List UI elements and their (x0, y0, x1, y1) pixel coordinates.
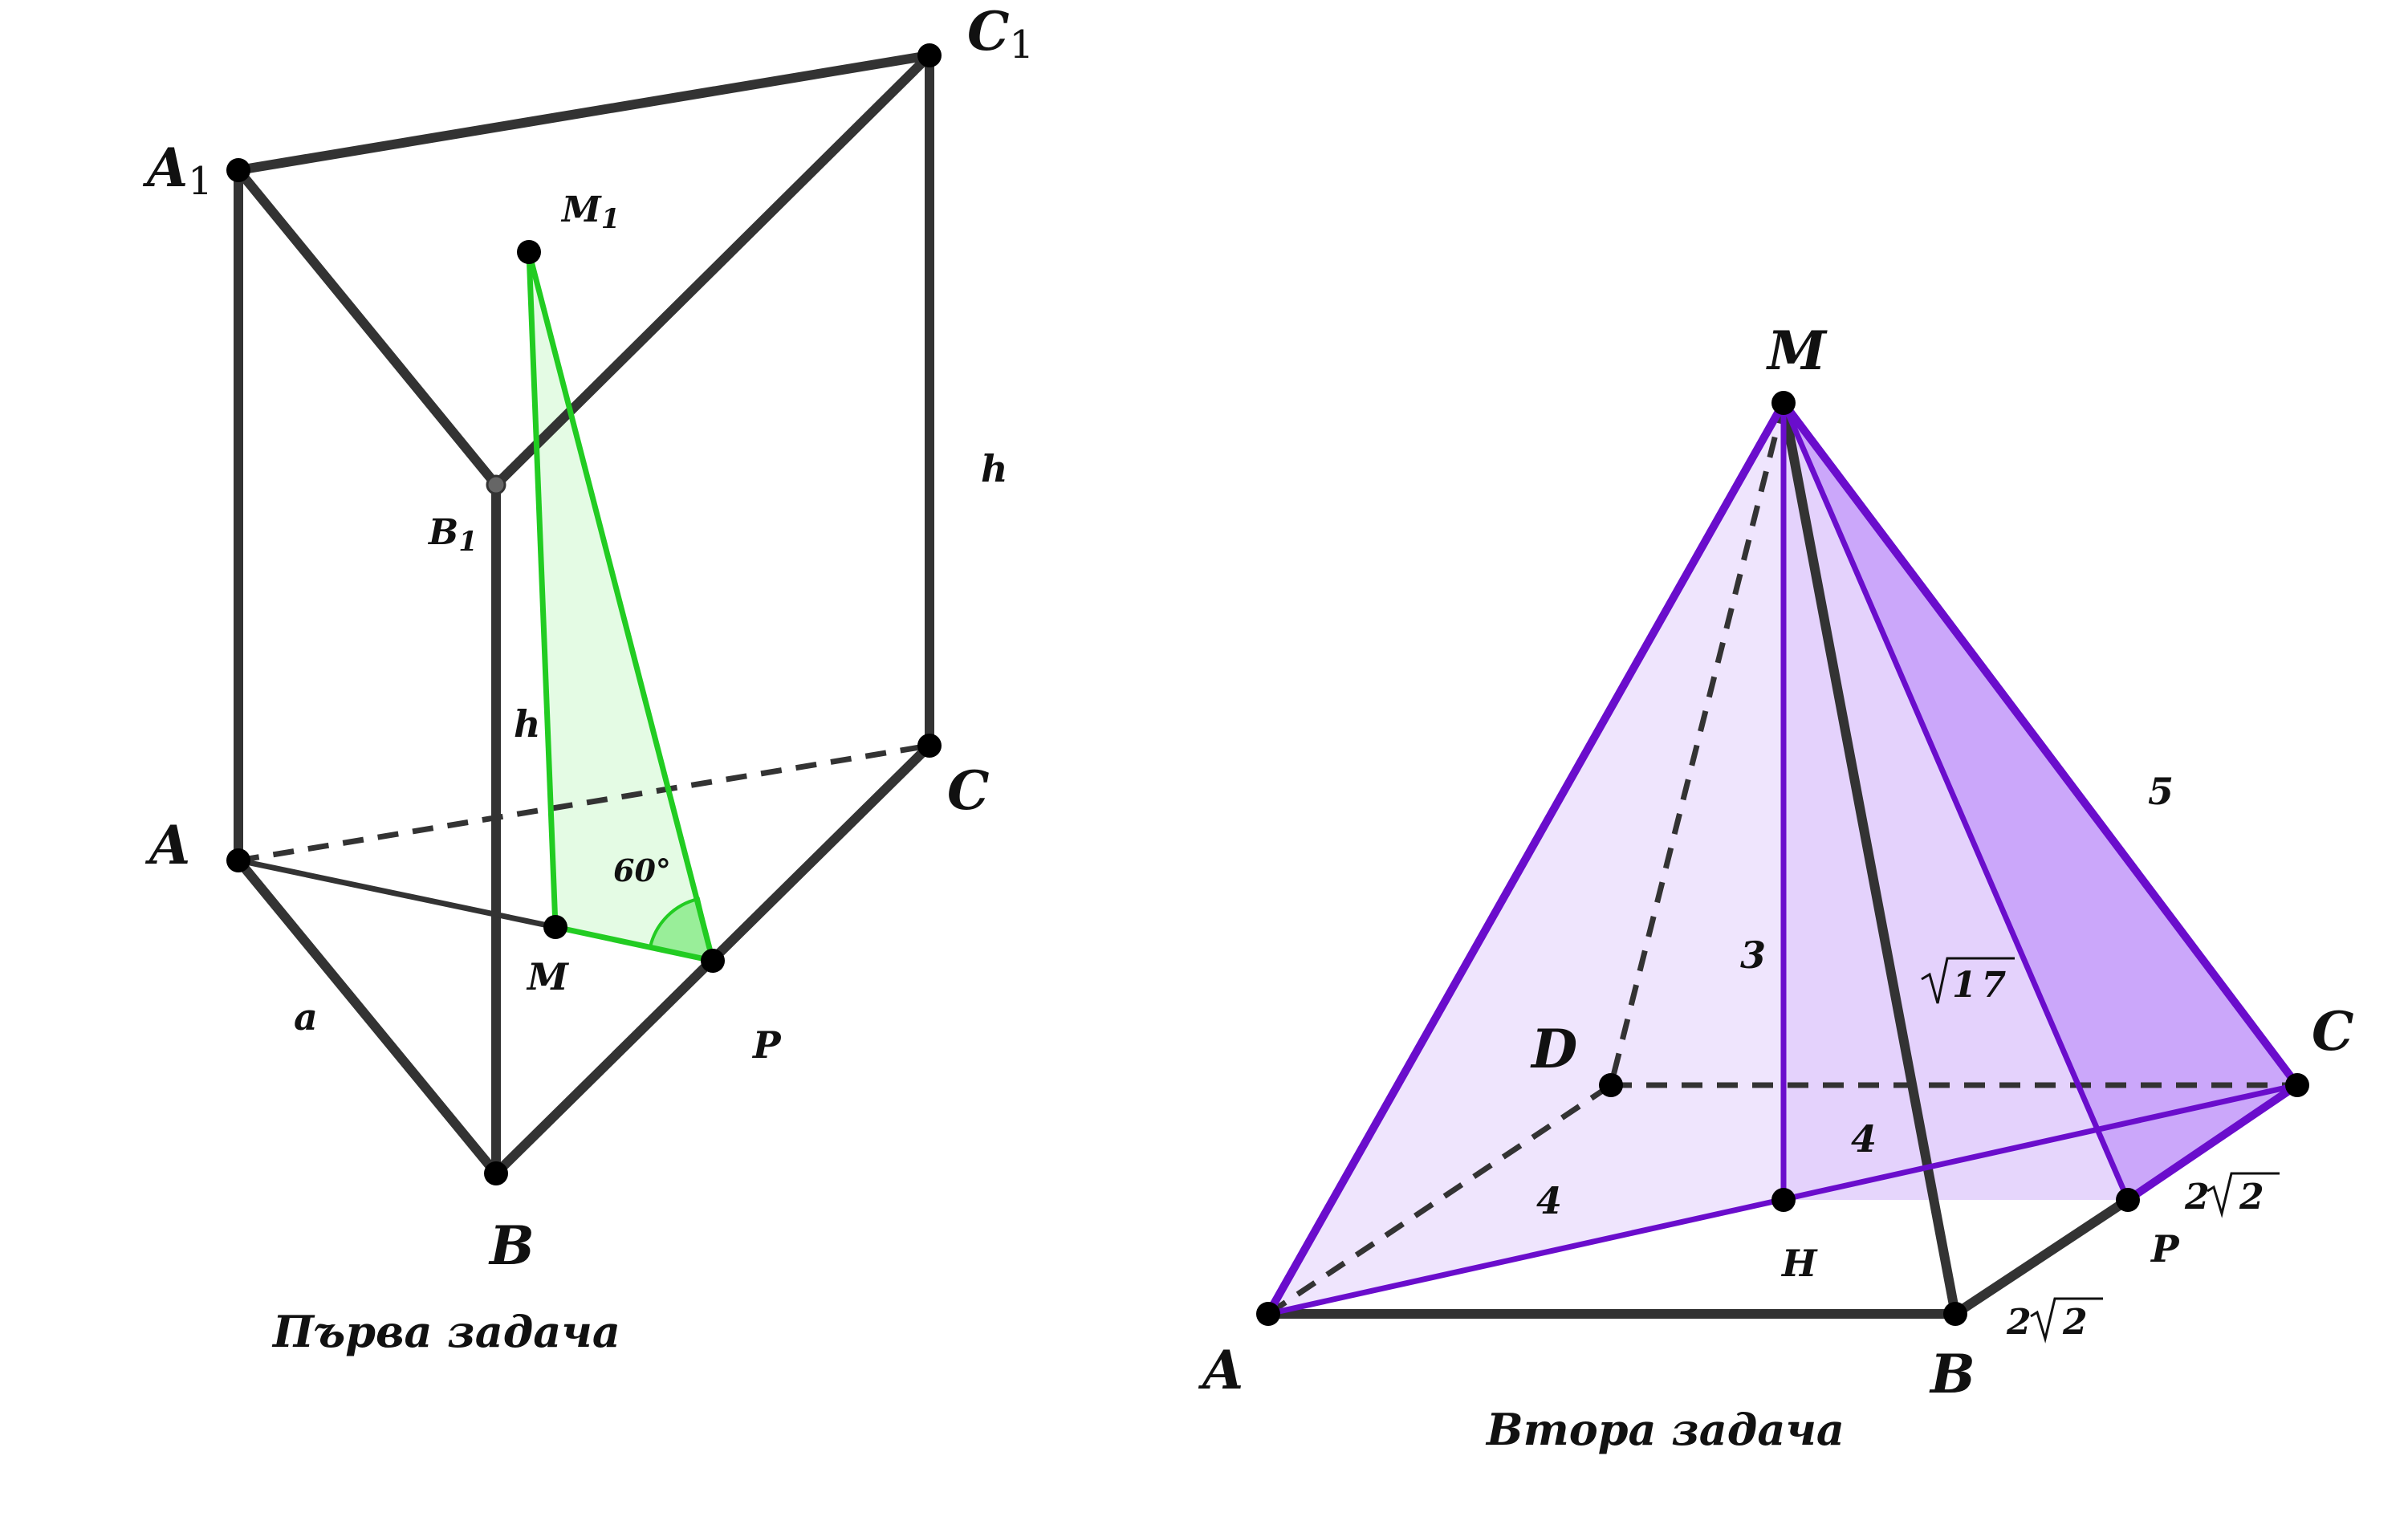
label-a1: A1 (142, 136, 213, 204)
point-c (917, 734, 942, 758)
point-m (1771, 391, 1796, 415)
label-p: P (2150, 1227, 2180, 1271)
face-m-p-c (1784, 403, 2297, 1200)
segment-m1-m (526, 251, 559, 928)
edge-a1-c1 (234, 51, 934, 175)
label-p: P (751, 1023, 782, 1067)
point-b1 (486, 474, 506, 495)
label-sqrt-17: 17 (1921, 957, 2015, 1006)
label-two-root-two-bp: 2 2 (2006, 1297, 2103, 1344)
label-d: D (1530, 1018, 1577, 1080)
label-m: M (526, 955, 570, 998)
caption-problem-1: Първа задача (271, 1306, 620, 1357)
label-b: B (1929, 1343, 1975, 1405)
prism-figure: A1 C1 M1 B1 h h A C 60° M a P B Първа за… (142, 0, 1034, 1357)
segment-m-p (555, 924, 714, 964)
two-root-two-pc-coef: 2 (2184, 1177, 2210, 1218)
segment-p-c (2125, 1081, 2300, 1204)
label-three: 3 (1740, 933, 1766, 977)
segment-a-m (235, 857, 559, 930)
label-m: M (1766, 319, 1828, 382)
label-h-right: h (981, 447, 1007, 490)
label-four-left: 4 (1536, 1179, 1562, 1222)
two-root-two-pc-radicand: 2 (2239, 1177, 2264, 1218)
point-h (1771, 1188, 1796, 1212)
point-d (1599, 1073, 1623, 1097)
pyramid-figure: M 5 3 17 C D 4 4 2 2 H P 2 2 A B Втора з… (1198, 319, 2354, 1455)
point-p (2116, 1188, 2140, 1212)
label-angle-60: 60° (613, 852, 671, 888)
two-root-two-bp-radical (2030, 1297, 2103, 1344)
point-m1 (517, 240, 541, 264)
edge-a-c-hidden (238, 742, 930, 864)
sqrt-17-radical (1921, 957, 2015, 1004)
label-four-right: 4 (1851, 1117, 1877, 1161)
edge-a1-b1 (234, 165, 501, 490)
point-a (1256, 1302, 1280, 1326)
label-c: C (2312, 1000, 2354, 1063)
label-a: A (1198, 1339, 1243, 1401)
label-b: B (488, 1214, 535, 1277)
sqrt-17-value: 17 (1952, 965, 2011, 1006)
edge-m-c (1780, 400, 2300, 1088)
label-m1: M1 (560, 189, 620, 235)
two-root-two-pc-radical (2207, 1172, 2280, 1218)
label-a: A (144, 814, 190, 876)
label-c1: C1 (967, 0, 1034, 67)
label-a-side: a (294, 995, 318, 1039)
segment-m-p (1780, 401, 2131, 1202)
point-c (2285, 1073, 2309, 1097)
label-five: 5 (2148, 770, 2174, 813)
label-two-root-two-pc: 2 2 (2184, 1172, 2280, 1218)
label-h: H (1780, 1242, 1818, 1285)
two-root-two-bp-coef: 2 (2006, 1302, 2032, 1343)
edge-m-a (1264, 401, 1788, 1316)
point-m (543, 915, 567, 939)
point-b (484, 1161, 508, 1185)
edge-m-d-hidden (1608, 402, 1787, 1086)
label-b1: B1 (427, 512, 478, 558)
point-c1 (917, 43, 942, 67)
caption-problem-2: Втора задача (1485, 1404, 1845, 1455)
segment-m1-p (526, 251, 716, 962)
label-c: C (947, 759, 990, 822)
edge-m-b (1779, 398, 1960, 1319)
edge-a-b (234, 856, 501, 1178)
two-root-two-bp-radicand: 2 (2062, 1302, 2088, 1343)
edge-b-p (1950, 1195, 2133, 1319)
point-a (226, 848, 250, 872)
label-h-mid: h (514, 702, 540, 746)
point-a1 (226, 158, 250, 182)
point-b (1943, 1302, 1967, 1326)
point-p (701, 949, 725, 973)
